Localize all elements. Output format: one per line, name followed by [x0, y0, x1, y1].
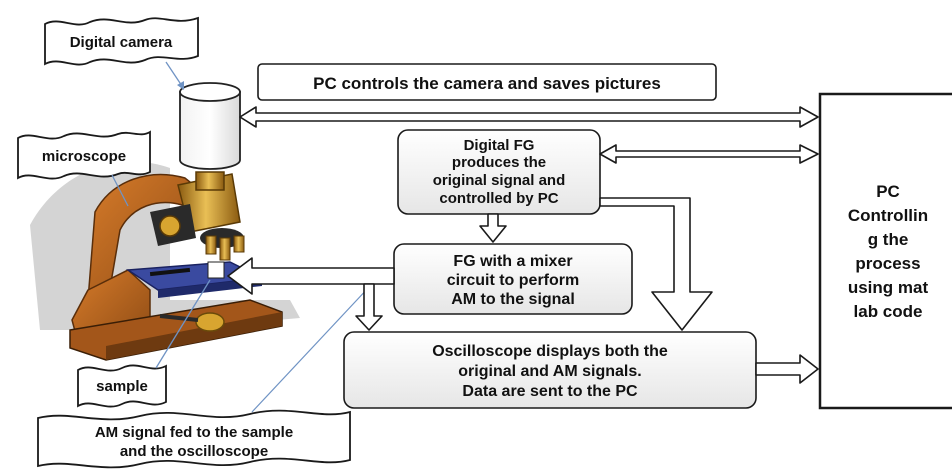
camera-pc-double-arrow: [239, 106, 819, 128]
am-signal-callout: AM signal fed to the sample and the osci…: [37, 281, 374, 469]
digital-camera-label: Digital camera: [70, 34, 173, 51]
pc-box-line: using mat: [848, 278, 929, 297]
oscilloscope-line: Oscilloscope displays both the: [432, 343, 668, 360]
pc-box-line: g the: [868, 230, 909, 249]
fg-mixer-line: AM to the signal: [451, 291, 575, 308]
am-signal-label-line1: AM signal fed to the sample: [95, 424, 293, 441]
digital-fg-line: Digital FG: [464, 137, 535, 154]
pc-box-line: Controllin: [848, 206, 928, 225]
fg-pc-double-arrow: [599, 144, 819, 164]
oscilloscope-line: Data are sent to the PC: [462, 383, 638, 400]
digital-fg-box: Digital FG produces the original signal …: [397, 129, 601, 215]
digital-fg-line: controlled by PC: [439, 190, 558, 207]
oscilloscope-pc-arrow: [755, 354, 819, 384]
mixer-to-oscilloscope-arrow: [355, 283, 383, 331]
fg-mixer-box: FG with a mixer circuit to perform AM to…: [393, 243, 633, 315]
pc-controls-text: PC controls the camera and saves picture…: [313, 74, 661, 93]
digital-camera-callout: Digital camera: [44, 16, 199, 90]
fg-mixer-line: circuit to perform: [447, 272, 579, 289]
digital-fg-line: original signal and: [433, 172, 566, 189]
fg-to-oscilloscope-arrow: [599, 197, 713, 331]
fg-to-mixer-arrow: [479, 213, 507, 243]
fg-mixer-line: FG with a mixer: [453, 253, 572, 270]
oscilloscope-box: Oscilloscope displays both the original …: [343, 331, 757, 409]
pc-box-line: lab code: [854, 302, 923, 321]
oscilloscope-line: original and AM signals.: [458, 363, 641, 380]
sample-callout: sample: [77, 279, 211, 408]
pc-box: PC Controllin g the process using mat la…: [818, 92, 952, 410]
microscope-callout: microscope: [17, 130, 151, 207]
microscope-illustration: [30, 82, 300, 361]
microscope-label: microscope: [42, 148, 126, 165]
pc-box-line: PC: [876, 182, 900, 201]
pc-box-line: process: [855, 254, 920, 273]
digital-fg-line: produces the: [452, 154, 546, 171]
sample-label: sample: [96, 378, 148, 395]
camera-body: [179, 91, 241, 170]
am-signal-label-line2: and the oscilloscope: [120, 443, 268, 460]
pc-controls-box: PC controls the camera and saves picture…: [257, 63, 717, 101]
